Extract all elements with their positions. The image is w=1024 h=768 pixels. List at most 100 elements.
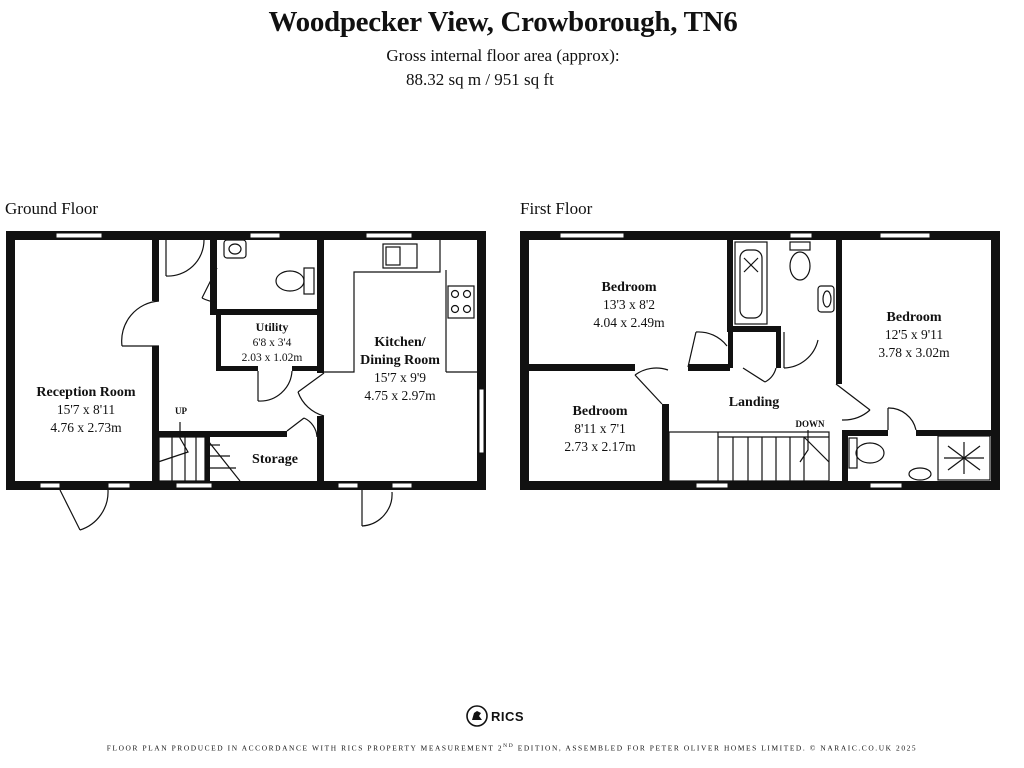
reception-door-swing — [121, 300, 160, 347]
bedroom2-door-leaf — [835, 383, 871, 411]
basin-icon — [223, 239, 247, 259]
first-floor-fixtures — [634, 241, 991, 482]
window — [365, 232, 413, 239]
bedroom2-name: Bedroom — [887, 310, 942, 325]
wall-ensuite-west — [842, 430, 848, 490]
bedroom2-imperial: 12'5 x 9'11 — [885, 327, 943, 342]
stairs-outline — [158, 436, 206, 482]
ground-floor-windows — [39, 232, 485, 489]
ensuite-door-swing — [887, 407, 917, 431]
hob-ring — [462, 289, 472, 299]
wall-utility-south-right — [292, 366, 324, 371]
hob-ring — [450, 304, 460, 314]
wc-door-swing — [201, 297, 218, 303]
first-floor-labels: Bedroom 13'3 x 8'2 4.04 x 2.49m Bedroom … — [564, 280, 950, 454]
front-door-swing — [79, 489, 109, 531]
window — [559, 232, 625, 239]
cupboard-door-leaf — [742, 367, 766, 383]
wall-hall-kitchen-lower — [317, 416, 324, 490]
bath-shower — [743, 257, 759, 273]
bedroom1-door-swing — [695, 331, 728, 347]
ground-floor-fixtures — [59, 239, 477, 531]
window — [175, 482, 213, 489]
window — [869, 482, 903, 489]
bathroom-door-swing — [783, 339, 819, 369]
rics-logo-text: RICS — [491, 708, 525, 724]
footer-text-before: FLOOR PLAN PRODUCED IN ACCORDANCE WITH R… — [106, 743, 504, 753]
footer-superscript: ND — [503, 743, 515, 749]
wall-bedroom3-north — [529, 364, 635, 371]
hob-icon — [447, 285, 475, 319]
ground-floor-labels: Reception Room 15'7 x 8'11 4.76 x 2.73m … — [36, 320, 440, 467]
window — [478, 388, 485, 454]
window — [107, 482, 131, 489]
toilet-icon — [789, 251, 811, 281]
window — [249, 232, 281, 239]
wall-storage-west — [205, 437, 210, 481]
bedroom1-imperial: 13'3 x 8'2 — [603, 297, 655, 312]
utility-metric: 2.03 x 1.02m — [242, 352, 303, 364]
kitchen-worktop — [324, 240, 441, 373]
wall-cupboard-north — [728, 326, 780, 332]
footer-note: FLOOR PLAN PRODUCED IN ACCORDANCE WITH R… — [0, 743, 1024, 752]
bedroom1-name: Bedroom — [602, 280, 657, 295]
front-door-leaf — [59, 489, 81, 531]
kitchen-imperial: 15'7 x 9'9 — [374, 370, 426, 385]
window — [55, 232, 103, 239]
bedroom3-door-swing — [634, 367, 669, 376]
wall-wc-south — [210, 309, 324, 315]
hall-door-swing — [165, 239, 205, 277]
wall-east — [477, 231, 486, 490]
storage-door-leaf — [286, 417, 305, 432]
wall-storage-north — [159, 431, 287, 437]
bedroom1-door-leaf — [687, 331, 697, 368]
window — [39, 482, 61, 489]
kitchen-door-leaf — [297, 372, 325, 393]
wall-north — [520, 231, 1000, 240]
wall-west — [520, 231, 529, 490]
wall-south — [520, 481, 1000, 490]
wall-cupboard-east — [776, 326, 781, 368]
toilet-cistern — [848, 437, 858, 469]
wall-bedroom3-east — [662, 404, 669, 490]
stair-edge — [204, 436, 241, 482]
basin-bowl — [228, 243, 242, 255]
wall-reception-hall-upper — [152, 231, 159, 301]
wall-wc-west — [210, 231, 217, 309]
window — [789, 232, 813, 239]
window — [337, 482, 359, 489]
reception-room-imperial: 15'7 x 8'11 — [57, 402, 115, 417]
rics-logo: RICS — [466, 703, 524, 729]
kitchen-door-swing — [297, 391, 325, 417]
stair-arrow — [157, 422, 189, 463]
first-floor-label: First Floor — [520, 199, 593, 218]
utility-imperial: 6'8 x 3'4 — [253, 337, 292, 349]
wall-bath-west — [727, 240, 733, 332]
stairs-outline — [668, 431, 830, 482]
wall-utility-south-left — [216, 366, 258, 371]
wall-north — [6, 231, 486, 240]
wall-ensuite-north-right — [916, 430, 1000, 436]
basin-icon — [817, 285, 835, 313]
ground-floor-label: Ground Floor — [5, 199, 99, 218]
utility-name: Utility — [256, 320, 289, 334]
kitchen-name-line2: Dining Room — [360, 353, 440, 368]
wall-cupboard-west — [728, 326, 733, 368]
toilet-cistern — [303, 267, 315, 295]
wall-west — [6, 231, 15, 490]
kitchen-name-line1: Kitchen/ — [374, 335, 426, 350]
cupboard-door-swing — [764, 367, 777, 383]
wall-utility-west — [216, 315, 221, 369]
shower-tray-icon — [937, 435, 991, 481]
reception-room-metric: 4.76 x 2.73m — [50, 420, 122, 435]
rics-lion-icon — [466, 705, 488, 727]
wall-bedroom1-south — [688, 364, 730, 371]
stairs-up-label: UP — [175, 406, 187, 416]
bedroom2-door-swing — [841, 409, 871, 421]
bedroom1-metric: 4.04 x 2.49m — [593, 315, 665, 330]
hob-ring — [450, 289, 460, 299]
storage-door-swing — [303, 417, 318, 438]
toilet-icon — [275, 270, 305, 292]
window — [391, 482, 413, 489]
